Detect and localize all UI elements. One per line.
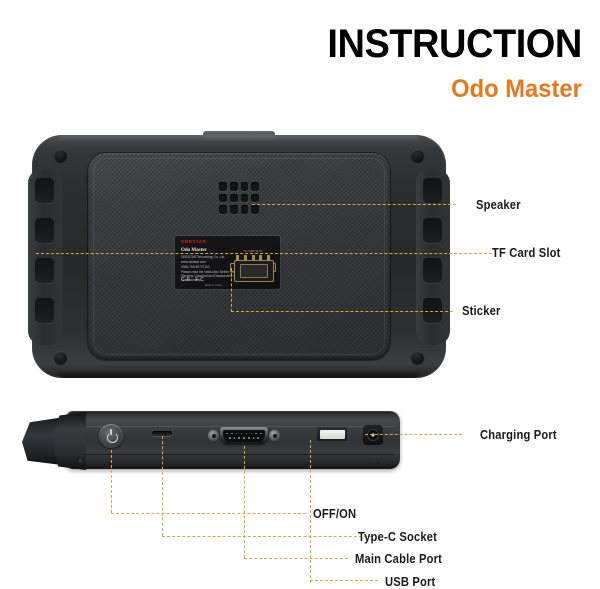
callout-charging-port: Charging Port <box>480 427 557 442</box>
db15-cavity <box>223 429 265 442</box>
page-title: INSTRUCTION <box>327 22 583 66</box>
sticker-model-name: Odo Master <box>181 248 207 253</box>
device-bottom-edge-view <box>22 405 400 477</box>
leader-drop-main-cable <box>244 446 245 558</box>
leader-line-speaker <box>252 204 456 205</box>
sticker-website: www.obdstar.com <box>181 260 206 264</box>
sticker-made-in: Made in China <box>205 284 222 287</box>
leader-line-main-cable <box>244 558 348 559</box>
screw-bottom-left <box>54 351 67 364</box>
sticker-certifications: CE FC <box>181 277 206 283</box>
sticker-company: OBDSTAR Technology Co.,Ltd <box>181 255 225 259</box>
leader-line-type-c <box>162 536 372 537</box>
callout-tf-card-slot: TF Card Slot <box>492 245 561 260</box>
db15-shell <box>220 427 268 444</box>
screw-top-left <box>54 149 67 162</box>
leader-drop-off-on <box>111 450 112 513</box>
edge-screw-right <box>374 459 379 464</box>
callout-speaker: Speaker <box>476 197 521 212</box>
power-button[interactable] <box>99 424 123 448</box>
callout-sticker: Sticker <box>462 303 501 318</box>
left-grip-bumper <box>28 169 62 345</box>
callout-usb-port: USB Port <box>385 574 436 589</box>
product-name: Odo Master <box>451 75 582 103</box>
screw-top-right <box>411 149 424 162</box>
leader-line-sticker <box>231 311 453 312</box>
db15-pin-row-top <box>226 432 262 435</box>
leader-line-charging-port <box>365 434 462 435</box>
device-bottom-bevel <box>58 370 420 378</box>
tf-slot-caption: TF CARD SLOT <box>243 250 263 253</box>
tf-slot-pins <box>236 255 270 261</box>
db15-screw-post-left <box>208 430 219 441</box>
db15-pin-row-bottom <box>229 437 259 439</box>
callout-main-cable-port: Main Cable Port <box>355 551 443 566</box>
obdstar-logo: OBDSTAR <box>181 239 207 244</box>
edge-screw-left <box>78 459 83 464</box>
dc-charging-jack[interactable] <box>363 425 383 445</box>
callout-off-on: OFF/ON <box>313 506 357 521</box>
header: INSTRUCTION Odo Master <box>314 22 583 104</box>
leader-line-off-on <box>111 513 306 514</box>
usb-a-port[interactable] <box>317 427 347 441</box>
tf-card-slot-graphic: TF CARD SLOT <box>230 250 276 283</box>
leader-drop-sticker <box>231 268 232 312</box>
type-c-port[interactable] <box>152 431 172 436</box>
speaker-grille <box>219 182 259 214</box>
main-cable-port-db15[interactable] <box>208 427 280 444</box>
leader-drop-type-c <box>162 436 163 536</box>
right-grip-bumper <box>416 169 450 345</box>
sticker-notice: Please read the Instruction Before Using… <box>181 270 240 282</box>
device-top-bevel <box>58 135 420 142</box>
leader-drop-usb <box>310 440 311 583</box>
callout-type-c-socket: Type-C Socket <box>358 529 438 544</box>
screw-bottom-right <box>411 351 424 364</box>
tf-slot-body <box>234 260 274 282</box>
leader-line-usb <box>310 580 378 581</box>
sticker-phone: 0086-755-86707161 <box>181 265 210 269</box>
db15-screw-post-right <box>269 430 280 441</box>
product-sticker: OBDSTAR Odo Master OBDSTAR Technology Co… <box>175 236 280 289</box>
leader-line-tf-card-slot <box>36 253 492 254</box>
